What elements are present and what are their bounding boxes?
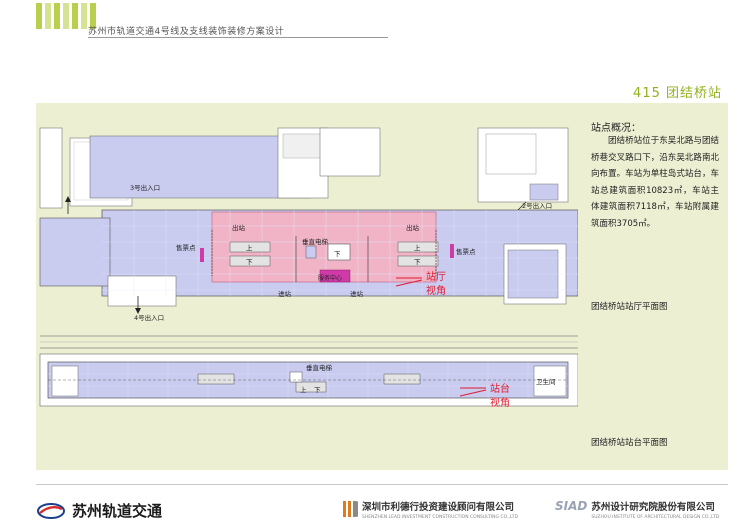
siad-wordmark: SIAD — [555, 499, 588, 513]
up-left-label: 上 — [246, 243, 253, 252]
siad-logo: SIAD 苏州设计研究院股份有限公司 SUZHOU INSTITUTE OF A… — [555, 499, 719, 520]
platform-caption: 团结桥站站台平面图 — [591, 438, 668, 448]
siad-company-cn: 苏州设计研究院股份有限公司 — [591, 502, 715, 513]
station-plans: 3号出入口 2号出入口 4号出入口 售票点 售票点 出站 出站 垂直电梯 服务中… — [39, 127, 578, 409]
exit3-label: 3号出入口 — [130, 183, 160, 192]
platform-up-label: 上 — [300, 385, 307, 394]
platform-toilet-label: 卫生间 — [536, 377, 556, 386]
platform-plan: 垂直电梯 卫生间 上 下 站台 视角 — [39, 335, 578, 409]
down-right-label: 下 — [414, 258, 421, 266]
header-stripes — [36, 3, 96, 29]
lead-consulting-logo: 深圳市利德行投资建设顾问有限公司 SHENZHEN LEAD INVESTMEN… — [342, 499, 518, 521]
document-title: 苏州市轨道交通4号线及支线装饰装修方案设计 — [88, 27, 285, 37]
concourse-caption: 团结桥站站厅平面图 — [591, 302, 668, 312]
platform-view-label-1: 站台 — [490, 382, 510, 395]
concourse-plan: 3号出入口 2号出入口 4号出入口 售票点 售票点 出站 出站 垂直电梯 服务中… — [39, 127, 578, 322]
down-left-label: 下 — [246, 258, 253, 266]
exit4-label: 4号出入口 — [134, 313, 164, 322]
platform-elevator-label: 垂直电梯 — [306, 363, 333, 372]
service-label: 服务中心 — [318, 274, 342, 282]
suzhou-metro-logo: 苏州轨道交通 — [36, 500, 162, 521]
footer-rule — [36, 484, 728, 485]
suzhou-metro-name: 苏州轨道交通 — [72, 502, 163, 520]
metro-emblem-icon — [37, 502, 65, 519]
siad-company-en: SUZHOU INSTITUTE OF ARCHITECTURAL DESIGN… — [591, 515, 720, 520]
entry-right-label: 进站 — [350, 289, 364, 298]
exit-left-label: 出站 — [232, 223, 246, 232]
concourse-view-label-2: 视角 — [426, 284, 446, 297]
platform-down-label: 下 — [314, 386, 321, 394]
exit-right-label: 出站 — [406, 223, 420, 232]
lead-company-en: SHENZHEN LEAD INVESTMENT CONSTRUCTION CO… — [362, 515, 518, 520]
station-title: 415 团结桥站 — [633, 86, 722, 101]
lead-emblem-icon — [343, 501, 358, 517]
up-right-label: 上 — [414, 243, 421, 252]
down-mid-label: 下 — [334, 250, 341, 258]
ticket-left-label: 售票点 — [176, 243, 196, 252]
ticket-right-label: 售票点 — [456, 247, 476, 256]
platform-view-label-2: 视角 — [490, 396, 510, 409]
summary-body: 团结桥站位于东吴北路与团结桥巷交叉路口下，沿东吴北路南北向布置。车站为单柱岛式站… — [591, 136, 719, 229]
lead-company-cn: 深圳市利德行投资建设顾问有限公司 — [362, 502, 515, 513]
concourse-view-label-1: 站厅 — [426, 270, 446, 283]
exit2-label: 2号出入口 — [522, 201, 552, 210]
entry-left-label: 进站 — [278, 289, 292, 298]
summary-heading: 站点概况： — [591, 123, 641, 134]
elevator-label: 垂直电梯 — [302, 237, 329, 246]
header-rule — [88, 37, 388, 38]
